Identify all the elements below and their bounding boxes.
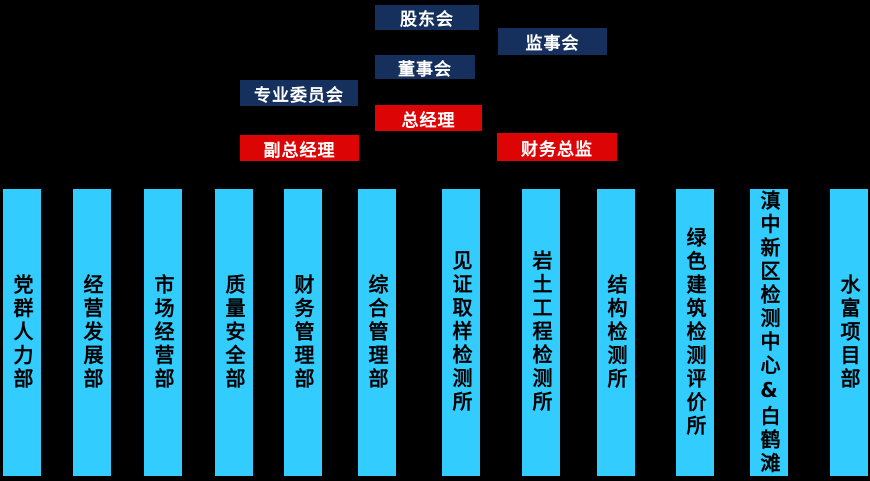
org-node-supervisory-board: 监事会 — [498, 28, 607, 55]
department-label: 见证取样检测所 — [449, 250, 473, 415]
department-label: 质量安全部 — [222, 273, 246, 392]
department-bar-finance-management: 财务管理部 — [284, 189, 322, 476]
department-bar-green-building-evaluation: 绿色建筑检测评价所 — [676, 189, 714, 476]
department-label: 党群人力部 — [10, 273, 34, 392]
department-label: 市场经营部 — [151, 273, 175, 392]
department-bar-business-development: 经营发展部 — [73, 189, 111, 476]
org-node-professional-committee: 专业委员会 — [240, 80, 358, 106]
department-bar-market-operation: 市场经营部 — [144, 189, 182, 476]
department-label: 岩土工程检测所 — [529, 250, 553, 415]
org-node-deputy-general-manager: 副总经理 — [240, 135, 359, 161]
org-node-finance-director: 财务总监 — [497, 133, 617, 161]
department-label: 经营发展部 — [80, 273, 104, 392]
department-bar-quality-safety: 质量安全部 — [215, 189, 253, 476]
department-label: 滇中新区检测中心&白鹤滩 — [757, 189, 781, 476]
department-label: 结构检测所 — [604, 273, 628, 392]
department-label: 综合管理部 — [365, 273, 389, 392]
department-bar-witness-sampling-testing: 见证取样检测所 — [442, 189, 480, 476]
department-bar-structural-testing: 结构检测所 — [597, 189, 635, 476]
department-label: 水富项目部 — [837, 273, 861, 392]
org-node-shareholders-meeting: 股东会 — [375, 5, 479, 30]
department-label: 财务管理部 — [291, 273, 315, 392]
org-node-board-of-directors: 董事会 — [375, 55, 475, 80]
department-label: 绿色建筑检测评价所 — [683, 226, 707, 439]
org-node-general-manager: 总经理 — [375, 105, 482, 131]
department-bar-shuifu-project: 水富项目部 — [830, 189, 868, 476]
department-bar-general-management: 综合管理部 — [358, 189, 396, 476]
department-bar-dianzhong-new-district-center: 滇中新区检测中心&白鹤滩 — [750, 189, 788, 476]
department-bar-geotechnical-testing: 岩土工程检测所 — [522, 189, 560, 476]
department-bar-party-hr: 党群人力部 — [3, 189, 41, 476]
